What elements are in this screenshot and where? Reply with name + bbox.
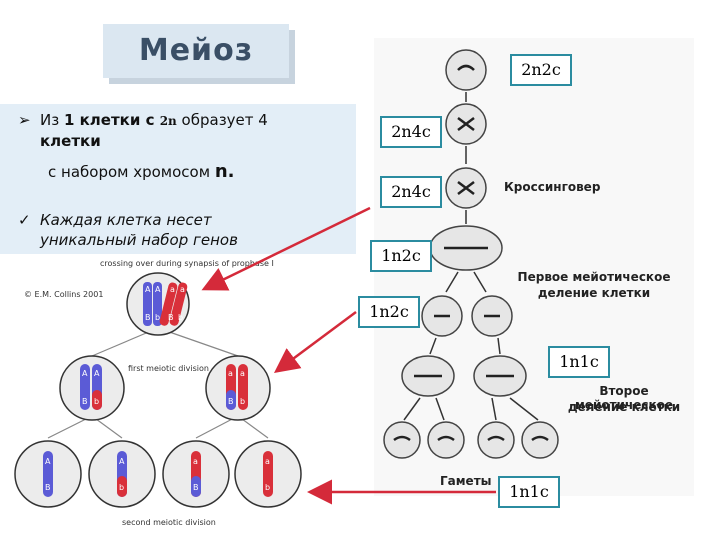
allele-label: a bbox=[228, 369, 233, 378]
allele-label: A bbox=[94, 369, 100, 378]
bullet-1-num: 4 bbox=[258, 111, 268, 129]
label-2n2c: 2n2c bbox=[510, 54, 572, 86]
bullet-1-line3-text: с набором хромосом bbox=[48, 163, 215, 181]
gamete-cell-4: a b bbox=[234, 440, 302, 508]
allele-label: b bbox=[155, 313, 160, 322]
check-icon: ✓ bbox=[18, 211, 31, 229]
mid-left-cell: A A B b bbox=[59, 355, 125, 421]
label-1n2c-b: 1n2c bbox=[358, 296, 420, 328]
label-1n1c-b: 1n1c bbox=[498, 476, 560, 508]
gamete-cell-3: a B bbox=[162, 440, 230, 508]
chromosome-marks bbox=[393, 64, 549, 442]
left-top-caption: crossing over during synapsis of prophas… bbox=[100, 259, 274, 268]
mid-right-cell: a a B b bbox=[205, 355, 271, 421]
allele-label: A bbox=[145, 285, 151, 294]
second-division-label-2: деление клетки bbox=[567, 400, 681, 414]
bullet-2-line2: уникальный набор генов bbox=[40, 231, 238, 249]
left-bottom-caption: second meiotic division bbox=[122, 518, 216, 527]
left-diagram-svg: A A a a B b B b A A B b a a B bbox=[14, 272, 302, 508]
allele-label: A bbox=[45, 457, 51, 466]
label-2n4c-a: 2n4c bbox=[380, 116, 442, 148]
bullet-1-bold1: 1 клетки с bbox=[63, 111, 160, 129]
second-division-label-1: Второе мейотическое bbox=[575, 384, 673, 412]
bullet-2-text: Каждая клетка несет уникальный набор ген… bbox=[40, 210, 350, 250]
gamete-cell-2: A b bbox=[88, 440, 156, 508]
allele-label: B bbox=[82, 397, 88, 406]
allele-label: b bbox=[119, 483, 124, 492]
bullet-1-line3: с набором хромосом n. bbox=[48, 162, 234, 182]
first-division-label-1: Первое мейотическое bbox=[517, 270, 671, 284]
gametes-label: Гаметы bbox=[440, 474, 492, 488]
allele-label: a bbox=[180, 285, 185, 294]
allele-label: b bbox=[178, 313, 183, 322]
allele-label: B bbox=[145, 313, 151, 322]
left-credit: © E.M. Collins 2001 bbox=[24, 290, 104, 299]
allele-label: a bbox=[170, 285, 175, 294]
allele-label: B bbox=[45, 483, 51, 492]
bullet-1-part2: образует bbox=[176, 111, 259, 129]
bullet-1-part1: Из bbox=[40, 111, 64, 129]
allele-label: A bbox=[82, 369, 88, 378]
allele-label: A bbox=[119, 457, 125, 466]
allele-label: B bbox=[228, 397, 234, 406]
title-box: Мейоз bbox=[103, 24, 289, 78]
top-cell: A A a a B b B b bbox=[126, 272, 190, 336]
gamete-cell-1: A B bbox=[14, 440, 82, 508]
bullet-1-bold2: 2n bbox=[159, 114, 177, 128]
stage-arrows bbox=[403, 92, 539, 421]
crossing-over-label: Кроссинговер bbox=[504, 180, 601, 194]
allele-label: b bbox=[240, 397, 245, 406]
bullet-2-line1: Каждая клетка несет bbox=[40, 211, 212, 229]
left-mid-caption: first meiotic division bbox=[128, 364, 209, 373]
bullet-1-line2: клетки bbox=[40, 132, 101, 150]
label-2n4c-b: 2n4c bbox=[380, 176, 442, 208]
left-diagram: crossing over during synapsis of prophas… bbox=[10, 256, 308, 528]
allele-label: B bbox=[168, 313, 174, 322]
allele-label: B bbox=[193, 483, 199, 492]
label-1n1c-a: 1n1c bbox=[548, 346, 610, 378]
page-title: Мейоз bbox=[138, 33, 254, 68]
right-diagram-svg bbox=[383, 49, 559, 459]
bullet-1-line3-bold: n. bbox=[214, 161, 235, 182]
allele-label: a bbox=[265, 457, 270, 466]
allele-label: A bbox=[155, 285, 161, 294]
stage-cells bbox=[383, 49, 559, 459]
allele-label: b bbox=[94, 397, 99, 406]
bullet-arrow-icon: ➢ bbox=[18, 111, 31, 129]
allele-label: b bbox=[265, 483, 270, 492]
bullet-1-text: Из 1 клетки с 2n образует 4 клетки bbox=[40, 110, 340, 151]
allele-label: a bbox=[240, 369, 245, 378]
allele-label: a bbox=[193, 457, 198, 466]
first-division-label-2: деление клетки bbox=[537, 286, 651, 300]
label-1n2c-a: 1n2c bbox=[370, 240, 432, 272]
